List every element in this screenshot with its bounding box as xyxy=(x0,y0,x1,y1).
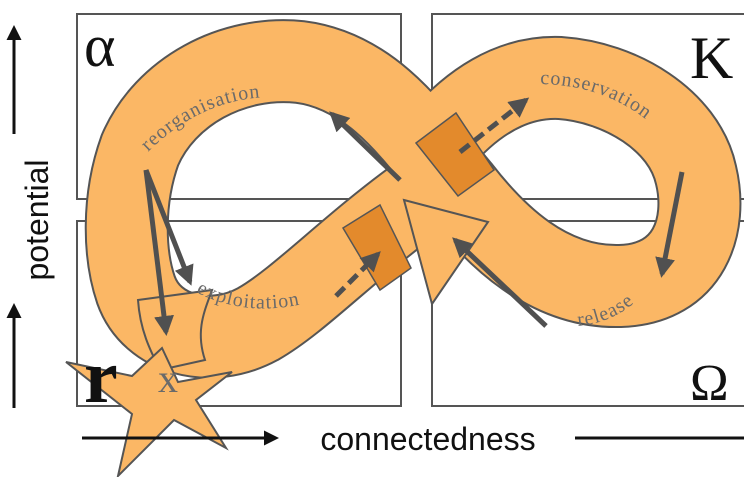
x-axis-label: connectedness xyxy=(320,421,535,457)
adaptive-cycle-loop xyxy=(65,19,742,477)
arrow-reorganisation xyxy=(329,111,402,182)
quadrant-bottom-right xyxy=(431,220,744,407)
exit-star xyxy=(65,346,233,477)
exit-tail xyxy=(136,288,214,372)
quadrant-grid xyxy=(76,13,744,407)
release-arrowhead xyxy=(402,198,490,307)
corner-omega: Ω xyxy=(690,355,729,412)
flow-arrows xyxy=(143,97,685,336)
y-axis-label: potential xyxy=(19,160,55,281)
x-axis: connectedness xyxy=(82,421,744,457)
arrow-release xyxy=(452,237,548,328)
arrow-conservation-down xyxy=(655,171,685,278)
arrow-exit-left xyxy=(143,169,174,336)
corner-r: r xyxy=(84,335,118,419)
arrow-exit-right xyxy=(143,169,194,286)
quadrant-bottom-left xyxy=(76,220,402,407)
accent-band-conservation xyxy=(414,111,496,198)
arrow-conservation-dashed xyxy=(458,97,530,154)
corner-alpha: α xyxy=(84,13,115,79)
arrow-exploitation-dashed xyxy=(334,251,381,298)
corner-k: K xyxy=(690,25,733,91)
exit-label: x xyxy=(158,356,178,401)
y-axis: potential xyxy=(6,25,55,408)
